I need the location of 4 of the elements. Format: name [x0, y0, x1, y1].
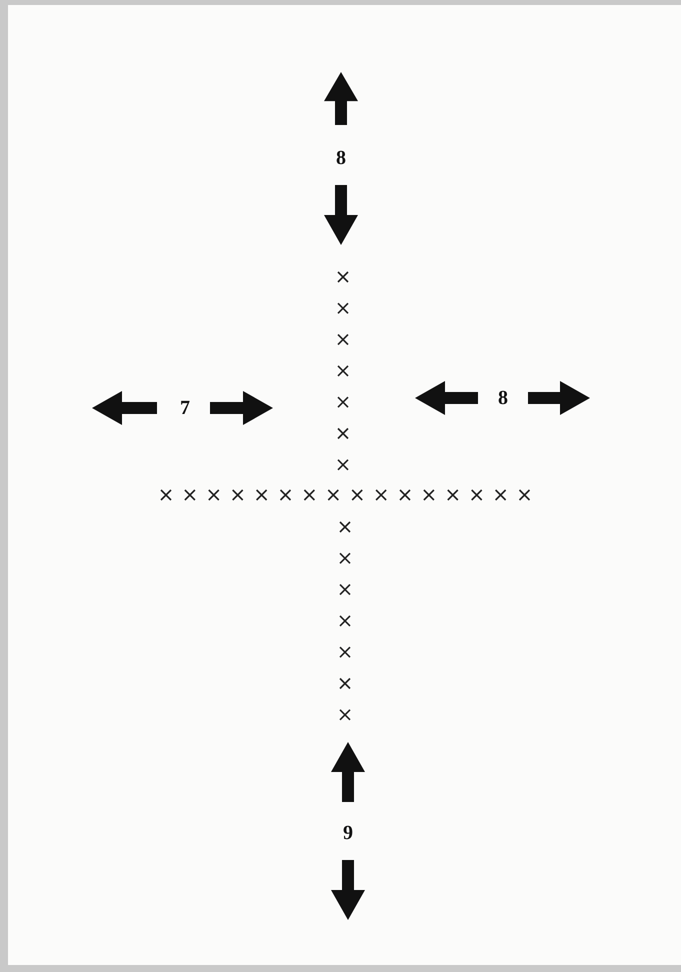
count-label: 8 — [336, 148, 346, 168]
count-label: 8 — [498, 388, 508, 408]
count-label: 9 — [343, 823, 353, 843]
count-label: 7 — [180, 398, 190, 418]
